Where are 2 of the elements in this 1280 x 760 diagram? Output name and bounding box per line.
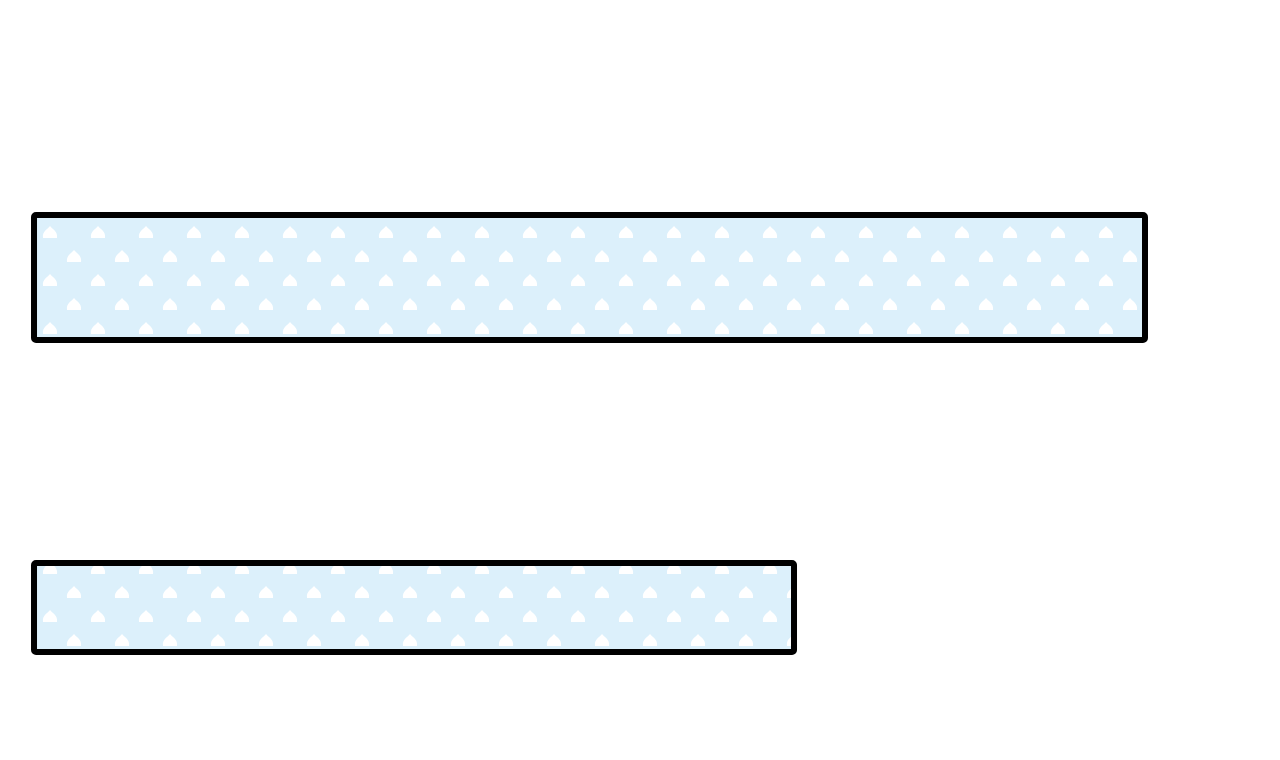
dotted-bar [31, 212, 1148, 343]
dotted-bar [31, 560, 797, 655]
